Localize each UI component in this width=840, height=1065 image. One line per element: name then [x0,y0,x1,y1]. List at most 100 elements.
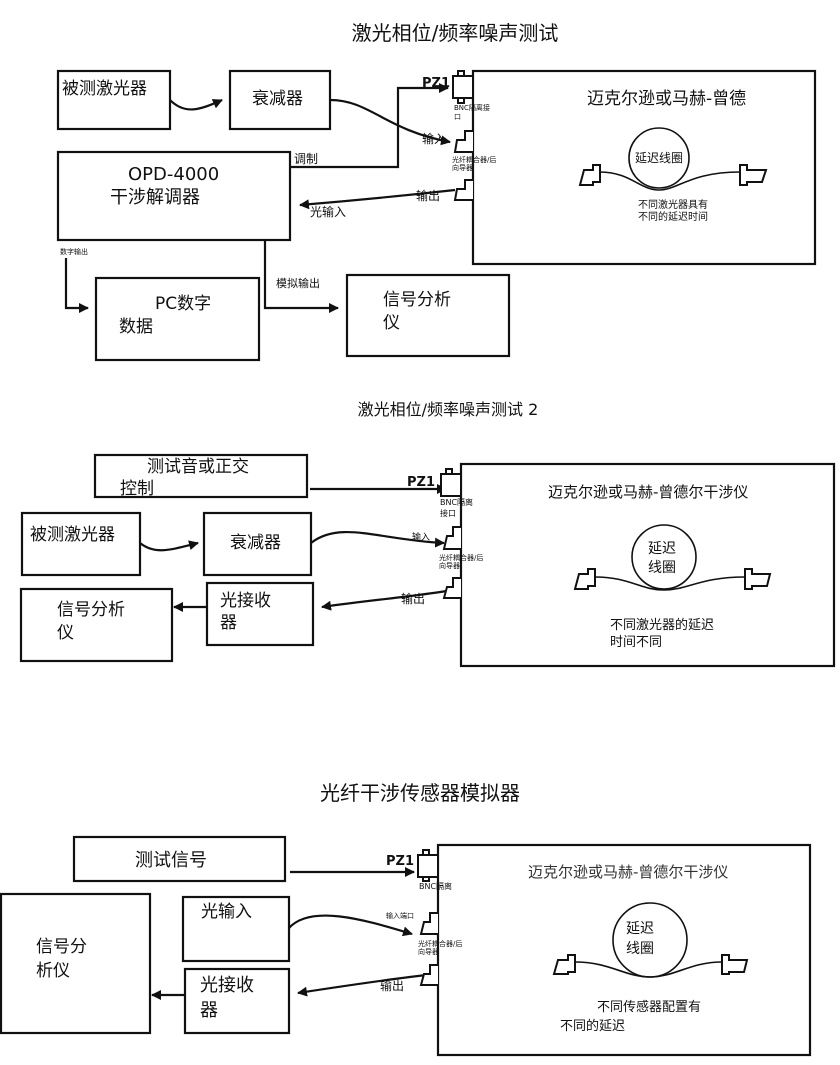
delay-fiber-line-3 [574,961,723,978]
output-coupler-port-icon [453,179,473,201]
bnc-label-3: BNC隔离 [419,881,452,891]
laser-under-test-box-2: 被测激光器 [20,511,142,577]
attenuator-to-input-fiber [329,98,451,146]
digital-output-label: 数字输出 [60,247,88,256]
fiber-connector-left-icon-2 [573,568,596,590]
delay-note-2-line1: 不同激光器的延迟 [610,617,714,633]
optical-receiver-label-3-line1: 光接收 [200,975,254,996]
optical-input-label: 光输入 [310,204,346,219]
optical-receiver-label-3-line2: 器 [200,1000,218,1021]
input-coupler-port-icon-2 [442,526,461,550]
analog-output-label: 模拟输出 [276,276,320,290]
bnc-connector-icon-3 [417,849,439,882]
signal-analyzer-box: 信号分析 仪 [345,273,511,358]
pc-data-label-line1: PC数字 [155,294,211,314]
bnc-label-2-line1: BNC隔离 [440,497,473,507]
diagram1-title: 激光相位/频率噪声测试 [352,21,559,45]
fiber-connector-right-icon [739,164,768,186]
input-label: 输入 [422,131,446,146]
output-label-2: 输出 [401,591,425,606]
interferometer-box-3: 迈克尔逊或马赫-曾德尔干涉仪 BNC隔离 光纤耦合器/后 向导器 延迟 线圈 不… [417,843,812,1057]
pz1-label-2: PZ1 [407,475,435,490]
coupler-label-line1: 光纤耦合器/后 [452,155,496,164]
delay-note-line2: 不同的延迟时间 [638,210,708,223]
fiber-connector-right-icon-2 [744,568,772,590]
fiber-connector-left-icon [578,164,601,186]
delay-coil-icon-2 [631,524,697,590]
optical-input-box: 光输入 [181,895,291,963]
attenuator-to-input-fiber-2 [310,531,445,548]
analog-output-line [263,240,339,313]
input-port-label: 输入端口 [386,911,414,920]
delay-coil-label: 延迟线圈 [635,151,683,165]
pz1-label: PZ1 [422,76,450,91]
delay-coil-label-2-line2: 线圈 [648,560,676,576]
optical-receiver-box-3: 光接收 器 [183,967,291,1035]
coupler-label-2-line1: 光纤耦合器/后 [439,553,483,562]
diagram-fiber-sensor-simulator: 光纤干涉传感器模拟器 测试信号 PZ1 信号分 析仪 光输入 输入端口 光接收 … [0,781,812,1057]
pc-digital-data-box: PC数字 数据 [94,276,261,362]
fiber-connector-left-icon-3 [552,954,576,975]
test-signal-box: 测试信号 [72,835,287,883]
delay-note-2-line2: 时间不同 [610,635,662,650]
laser-under-test-label: 被测激光器 [62,79,147,99]
signal-analyzer-label-line2: 仪 [383,313,400,333]
diagram2-title: 激光相位/频率噪声测试 2 [358,400,539,419]
opd-4000-demodulator-box: OPD-4000 干涉解调器 [56,150,292,242]
attenuator-label: 衰减器 [252,89,303,109]
modulation-line [290,83,449,169]
interferometer-box-2: 迈克尔逊或马赫-曾德尔干涉仪 BNC隔离 接口 光纤耦合器/后 向导器 延迟 线… [439,462,836,668]
output-coupler-port-icon-2 [442,577,461,599]
optical-receiver-label-2-line1: 光接收 [220,591,271,611]
optical-input-to-port-fiber [288,914,413,937]
pz1-label-3: PZ1 [386,854,414,869]
delay-coil-label-3-line2: 线圈 [626,941,654,957]
output-label: 输出 [416,188,440,203]
output-to-opd-fiber [299,188,456,210]
bnc-connector-icon-2 [440,468,462,497]
output-to-receiver-fiber-2 [321,588,453,611]
bnc-label-line1: BNC隔离接 [454,103,490,112]
interferometer-title-3: 迈克尔逊或马赫-曾德尔干涉仪 [528,863,728,881]
delay-coil-icon [628,127,690,189]
signal-analyzer-label-2-line1: 信号分析 [57,600,125,620]
interferometer-title: 迈克尔逊或马赫-曾德 [587,89,746,109]
signal-analyzer-label-line1: 信号分析 [383,290,451,310]
delay-coil-label-3-line1: 延迟 [626,921,654,937]
digital-output-line [64,258,89,313]
diagram-phase-noise-test-2: 激光相位/频率噪声测试 2 测试音或正交 控制 PZ1 被测激光器 衰减器 输入… [19,400,836,668]
diagram3-title: 光纤干涉传感器模拟器 [320,781,520,805]
coupler-label-2-line2: 向导器 [439,561,460,570]
test-tone-label-line2: 控制 [120,479,154,499]
laser-under-test-box: 被测激光器 [56,69,172,131]
pc-data-label-line2: 数据 [119,317,153,337]
signal-analyzer-box-2: 信号分析 仪 [19,587,174,663]
laser-to-attenuator-fiber-2 [139,540,199,552]
input-coupler-port-icon-3 [419,912,438,935]
optical-receiver-box-2: 光接收 器 [205,581,315,647]
delay-fiber-line [599,171,741,191]
signal-analyzer-label-3-line1: 信号分 [36,937,87,957]
diagram-phase-noise-test-1: 激光相位/频率噪声测试 被测激光器 衰减器 OPD-4000 干涉解调器 调制 … [56,21,817,362]
optical-receiver-label-2-line2: 器 [220,613,237,633]
optical-input-label-3: 光输入 [201,902,252,922]
test-tone-label-line1: 测试音或正交 [147,457,249,477]
opd-model-label: OPD-4000 [128,164,219,185]
output-label-3: 输出 [380,978,404,993]
interferometer-box: 迈克尔逊或马赫-曾德 BNC隔离接 口 光纤耦合器/后 向导器 延迟线圈 不同激… [452,69,817,266]
attenuator-label-2: 衰减器 [230,533,281,553]
signal-analyzer-label-2-line2: 仪 [57,623,74,643]
attenuator-box-2: 衰减器 [202,511,313,577]
delay-coil-label-2-line1: 延迟 [648,541,676,557]
test-tone-quadrature-box: 测试音或正交 控制 [93,453,309,499]
signal-analyzer-box-3: 信号分 析仪 [0,892,152,1035]
delay-fiber-line-2 [594,576,746,591]
input-label-2: 输入 [412,531,430,543]
output-coupler-port-icon-3 [419,964,438,986]
laser-to-attenuator-fiber [169,98,223,111]
laser-under-test-label-2: 被测激光器 [30,525,115,545]
signal-analyzer-label-3-line2: 析仪 [36,961,70,981]
attenuator-box: 衰减器 [228,69,332,131]
bnc-connector-icon [452,70,474,104]
